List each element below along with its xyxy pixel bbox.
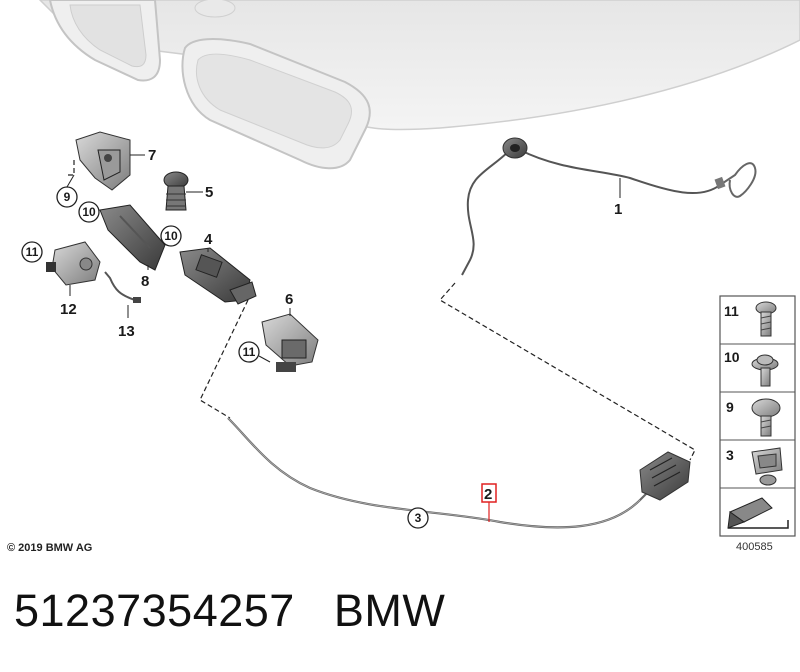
circled-callouts: 9 10 10 11 11 3 — [21, 174, 429, 529]
svg-text:11: 11 — [243, 345, 256, 359]
clip-nut-icon — [751, 447, 783, 486]
arrow-pointer-icon — [727, 497, 789, 529]
part-5-buffer — [163, 171, 189, 211]
caption: 51237354257 BMW — [14, 585, 445, 637]
svg-text:10: 10 — [164, 229, 178, 243]
cable-connector — [639, 451, 691, 501]
hood-illustration — [38, 0, 800, 170]
label-12: 12 — [60, 301, 77, 318]
svg-text:3: 3 — [415, 511, 422, 525]
circle-10a: 10 — [78, 201, 100, 223]
part-number: 51237354257 — [14, 585, 295, 636]
svg-text:9: 9 — [64, 190, 71, 204]
part-3-cable — [227, 417, 651, 529]
circle-3: 3 — [407, 507, 429, 529]
svg-text:10: 10 — [82, 205, 96, 219]
flange-screw-icon — [751, 398, 781, 437]
circle-10b: 10 — [160, 225, 182, 247]
label-8: 8 — [141, 273, 149, 290]
label-1: 1 — [614, 201, 622, 218]
fastener-panel: 11 10 9 3 — [719, 295, 796, 537]
leader-lines — [68, 160, 696, 461]
part-1-cable — [461, 137, 757, 276]
label-2: 2 — [484, 486, 492, 503]
label-6: 6 — [285, 291, 293, 308]
part-7-bracket — [75, 131, 131, 191]
panel-label-0: 11 — [724, 303, 739, 319]
panel-label-3: 3 — [726, 447, 734, 463]
panel-label-2: 9 — [726, 399, 734, 415]
label-13: 13 — [118, 323, 135, 340]
copyright-text: © 2019 BMW AG — [7, 542, 93, 554]
washer-screw-icon — [751, 354, 779, 387]
label-4: 4 — [204, 231, 213, 248]
diagram-number: 400585 — [736, 541, 773, 553]
part-13-wire — [104, 271, 141, 303]
circle-9: 9 — [56, 186, 78, 208]
circle-11a: 11 — [21, 241, 43, 263]
part-6-actuator — [261, 313, 319, 372]
label-7: 7 — [148, 147, 156, 164]
part-12-switch — [46, 241, 101, 286]
part-4-lock — [179, 247, 257, 305]
part-8-lever — [99, 204, 166, 271]
brand: BMW — [333, 585, 446, 636]
svg-text:11: 11 — [26, 245, 39, 259]
torx-screw-icon — [755, 301, 777, 337]
panel-label-1: 10 — [724, 349, 740, 365]
callout-labels: 7 5 4 8 12 13 6 1 2 — [60, 147, 622, 522]
label-5: 5 — [205, 184, 213, 201]
circle-11b: 11 — [238, 341, 260, 363]
